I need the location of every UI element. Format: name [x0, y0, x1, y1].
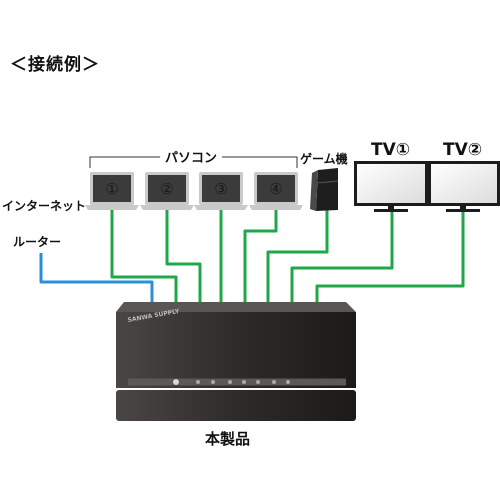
console-groove	[316, 180, 339, 184]
port-led	[256, 380, 260, 384]
port-led	[196, 380, 200, 384]
laptop-base	[140, 205, 194, 210]
tv-screen	[431, 164, 497, 203]
cable-pc-2	[165, 210, 202, 304]
laptop-screen	[257, 175, 295, 202]
tv-foot	[446, 209, 480, 212]
laptop-base	[85, 205, 139, 210]
laptop-3: ③	[194, 172, 248, 210]
tv-1-label: TV①	[371, 140, 411, 160]
laptop-screen	[148, 175, 186, 202]
router-label: ルーター	[13, 235, 62, 249]
laptop-screen	[93, 175, 131, 202]
port-led	[242, 380, 246, 384]
port-led	[211, 380, 215, 384]
pc-number-2: ②	[160, 180, 173, 198]
pc-group-label: パソコン	[160, 147, 223, 166]
console-body	[316, 168, 338, 211]
port-led	[228, 380, 232, 384]
port-led	[286, 380, 290, 384]
laptop-base	[194, 205, 248, 210]
port-led	[272, 380, 276, 384]
cable-router	[39, 253, 154, 304]
hub-front-panel	[116, 390, 356, 421]
tv-2-label: TV②	[443, 140, 483, 160]
console-side	[310, 170, 318, 211]
laptop-base	[249, 205, 303, 210]
game-console-label: ゲーム機	[300, 152, 348, 166]
laptop-2: ②	[140, 172, 194, 210]
laptop-4: ④	[249, 172, 303, 210]
cable-pc-1	[110, 210, 178, 304]
hub-body	[116, 312, 356, 388]
internet-label: インターネット	[2, 199, 87, 213]
game-console	[310, 168, 339, 211]
switching-hub: SANWA SUPPLY	[116, 302, 356, 421]
pc-number-1: ①	[105, 180, 118, 198]
laptop-screen	[202, 175, 240, 202]
tv-2	[428, 161, 500, 212]
cable-pc-4	[243, 210, 278, 304]
power-led	[173, 379, 179, 385]
tv-1	[354, 161, 428, 212]
page-title: ＜接続例＞	[10, 55, 100, 75]
cable-game	[266, 210, 329, 304]
pc-number-3: ③	[214, 180, 227, 198]
pc-number-4: ④	[269, 180, 282, 198]
laptop-1: ①	[85, 172, 139, 210]
hub-top	[116, 302, 356, 312]
lan-cables	[110, 210, 465, 304]
tv-stand	[460, 206, 466, 210]
cable-tv-2	[315, 210, 465, 304]
tv-stand	[388, 206, 394, 210]
tv-screen	[357, 164, 425, 203]
product-label: 本製品	[205, 430, 251, 448]
tv-foot	[374, 209, 408, 212]
cable-tv-1	[290, 210, 394, 304]
